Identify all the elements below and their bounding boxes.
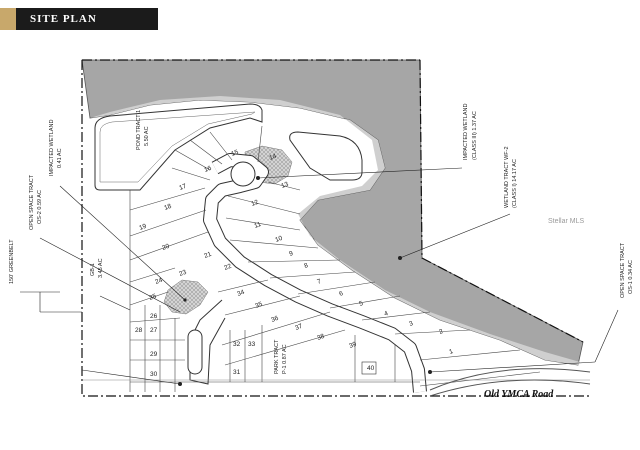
lot-label-20: 20: [161, 243, 171, 252]
impacted-wetland-top-area: (CLASS III) 1.37 AC: [472, 111, 478, 160]
lot-label-10: 10: [274, 235, 284, 244]
lot-label-13: 13: [280, 181, 290, 190]
lot-label-34: 34: [236, 289, 246, 298]
lot-label-27: 27: [150, 327, 158, 334]
impacted-wetland-left-area: 0.41 AC: [57, 148, 63, 168]
lot-label-19: 19: [138, 223, 148, 232]
lot-label-39: 39: [348, 341, 358, 350]
lot-label-7: 7: [316, 278, 322, 286]
lot-label-12: 12: [250, 199, 260, 208]
site-boundary: [81, 60, 590, 397]
wetland-tract-area: (CLASS I) 14.17 AC: [512, 159, 518, 208]
lot-label-40: 40: [367, 365, 375, 372]
open-space-right-label: OPEN SPACE TRACT: [620, 242, 626, 298]
site-plan-drawing: 1 2 3 4 5 6 7 8 9 10 11 12 13 14 15 16 1…: [9, 59, 634, 400]
pond-tract: [94, 103, 263, 191]
wetland-tract-label: WETLAND TRACT WF-2: [504, 146, 510, 208]
road-label: Old YMCA Road: [484, 389, 554, 400]
gb-label: GB-1: [90, 263, 96, 276]
open-space-left-label: OPEN SPACE TRACT: [29, 174, 35, 230]
lot-label-25: 25: [148, 293, 158, 302]
lot-label-1: 1: [448, 348, 454, 356]
leader-lines: [20, 167, 619, 385]
lot-label-22: 22: [223, 263, 233, 272]
watermark: Stellar MLS: [548, 218, 585, 225]
pond-tract-label: POND TRACT 1: [136, 110, 142, 150]
lot-label-9: 9: [288, 250, 294, 258]
lot-label-3: 3: [408, 320, 414, 328]
lot-label-14: 14: [268, 153, 278, 162]
lot-label-33: 33: [248, 341, 256, 348]
lot-lines: [129, 125, 541, 392]
open-space-left-area: OS-2 0.59 AC: [37, 190, 43, 224]
lot-label-8: 8: [303, 262, 309, 270]
header-accent: [0, 8, 16, 30]
park-tract-label: PARK TRACT: [274, 339, 280, 374]
impacted-wetland-left-label: IMPACTED WETLAND: [49, 120, 55, 176]
header: SITE PLAN: [0, 0, 640, 38]
lot-label-5: 5: [358, 300, 364, 308]
lot-label-35: 35: [254, 301, 264, 310]
pond-tract-area: 5.50 AC: [144, 126, 150, 146]
site-boundary-east: [419, 59, 584, 343]
lot-label-16: 16: [203, 165, 213, 174]
lot-label-29: 29: [150, 351, 158, 358]
lot-label-26: 26: [150, 313, 158, 320]
lot-label-30: 30: [150, 371, 158, 378]
open-space-right-area: OS-1 0.34 AC: [628, 260, 634, 294]
lot-label-6: 6: [338, 290, 344, 298]
lot-label-36: 36: [270, 315, 280, 324]
lot-label-4: 4: [383, 310, 389, 318]
lot-label-17: 17: [178, 183, 188, 192]
page-title: SITE PLAN: [16, 8, 158, 30]
lot-label-37: 37: [294, 323, 304, 332]
lot-label-32: 32: [233, 341, 241, 348]
lot-label-11: 11: [253, 221, 262, 230]
lot-label-24: 24: [154, 277, 164, 286]
lot-label-28: 28: [135, 327, 143, 334]
lot-label-38: 38: [316, 333, 326, 342]
gb-area: 3.45 AC: [98, 258, 104, 278]
impacted-wetland-left: [163, 279, 209, 315]
lot-label-2: 2: [438, 328, 444, 336]
lot-label-23: 23: [178, 269, 188, 278]
lot-label-15: 15: [230, 149, 240, 158]
pond-east: [289, 131, 363, 181]
lot-label-21: 21: [203, 251, 213, 260]
impacted-wetland-top-label: IMPACTED WETLAND: [463, 104, 469, 160]
lot-label-18: 18: [163, 203, 173, 212]
park-tract-area: P-1 0.87 AC: [282, 344, 288, 374]
greenbelt-label: 150' GREENBELT: [9, 239, 15, 284]
lot-label-31: 31: [233, 369, 241, 376]
